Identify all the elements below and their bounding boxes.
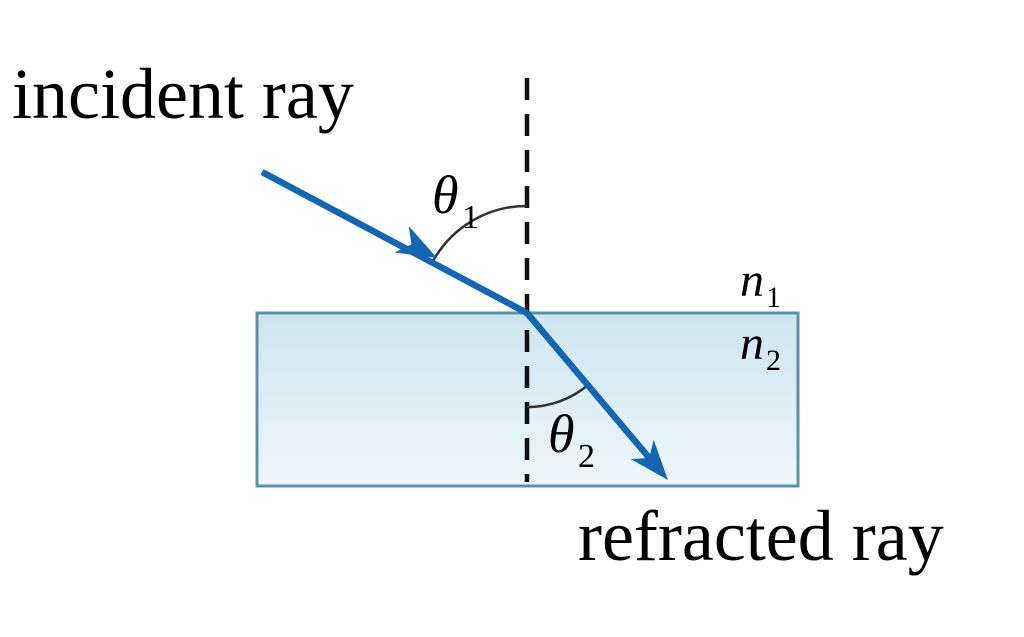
refracted-ray-line xyxy=(524,310,665,476)
n1-subscript: 1 xyxy=(766,281,781,314)
theta2-label: θ xyxy=(548,404,575,464)
refracted-ray-label: refracted ray xyxy=(578,496,944,576)
incident-ray-label: incident ray xyxy=(12,54,354,134)
theta1-angle-arc xyxy=(430,204,528,264)
theta1-label: θ xyxy=(432,165,459,225)
theta2-angle-arc xyxy=(526,384,589,409)
refracted-ray-arrowhead xyxy=(630,439,668,480)
theta1-subscript: 1 xyxy=(462,199,479,236)
n1-label: n xyxy=(740,254,764,307)
theta2-subscript: 2 xyxy=(578,438,595,475)
n2-subscript: 2 xyxy=(766,344,781,377)
incident-ray-arrowhead xyxy=(394,225,437,258)
incident-ray-line xyxy=(260,169,529,316)
n2-label: n xyxy=(740,317,764,370)
